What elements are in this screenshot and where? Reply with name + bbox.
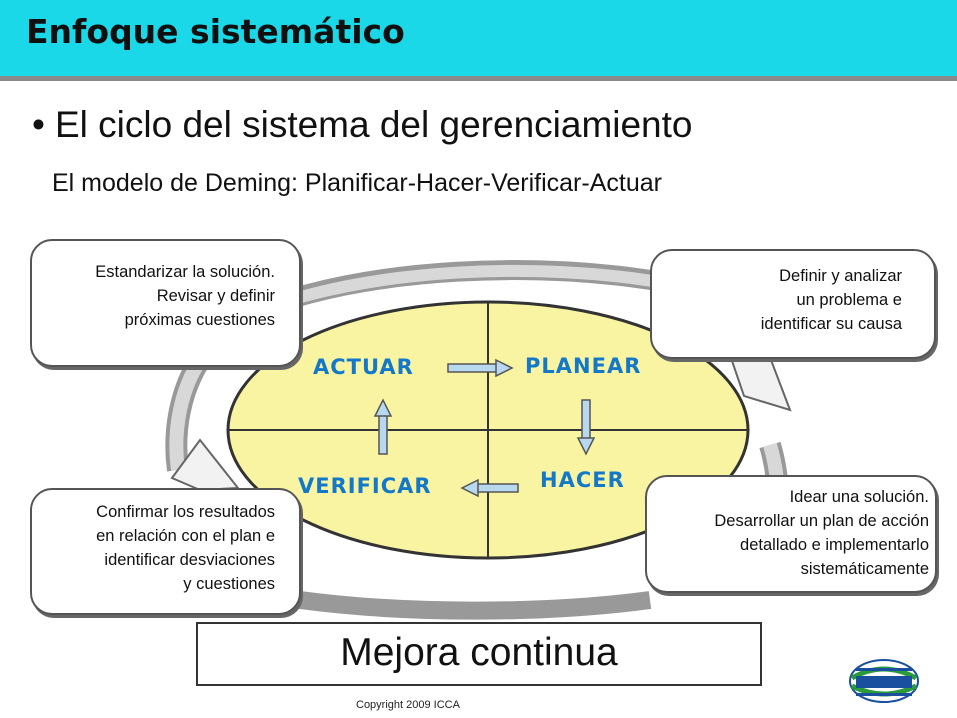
cycle-ring-bottom — [298, 591, 652, 620]
callout-line: en relación con el plan e — [96, 527, 275, 545]
callout-line: identificar desviaciones — [104, 551, 275, 569]
callout-planear: Definir y analizar un problema e identif… — [650, 249, 936, 359]
callout-line: Revisar y definir — [156, 287, 275, 305]
main-bullet: •El ciclo del sistema del gerenciamiento — [32, 104, 693, 146]
callout-line: Definir y analizar — [779, 267, 902, 285]
cycle-ring-left-inner — [169, 356, 206, 471]
callout-line: sistemáticamente — [800, 560, 929, 578]
callout-line: Idear una solución. — [789, 488, 929, 506]
callout-line: identificar su causa — [760, 315, 902, 333]
arrow-actuar-to-planear — [447, 358, 514, 378]
main-bullet-text: El ciclo del sistema del gerenciamiento — [54, 104, 693, 145]
quadrant-label-planear: PLANEAR — [525, 354, 642, 378]
callout-line: próximas cuestiones — [124, 311, 275, 329]
quadrant-label-actuar: ACTUAR — [313, 355, 414, 379]
header-bar: Enfoque sistemático — [0, 0, 957, 81]
subtitle: El modelo de Deming: Planificar-Hacer-Ve… — [52, 169, 662, 197]
quadrant-label-hacer: HACER — [540, 468, 625, 492]
callout-line: Estandarizar la solución. — [95, 263, 275, 281]
callout-line: y cuestiones — [183, 575, 275, 593]
copyright-text: Copyright 2009 ICCA — [356, 699, 460, 711]
callout-line: Desarrollar un plan de acción — [714, 512, 929, 530]
header-title: Enfoque sistemático — [26, 12, 405, 51]
icca-logo-icon — [849, 659, 919, 703]
arrow-planear-to-hacer — [576, 399, 596, 456]
mejora-continua-banner: Mejora continua — [196, 622, 762, 686]
quadrant-label-verificar: VERIFICAR — [298, 474, 432, 498]
callout-verificar: Confirmar los resultados en relación con… — [30, 488, 301, 615]
bullet-icon: • — [32, 104, 45, 145]
arrow-verificar-to-actuar — [373, 398, 393, 455]
callout-line: un problema e — [796, 291, 903, 309]
arrow-hacer-to-verificar — [460, 478, 519, 498]
callout-hacer: Idear una solución. Desarrollar un plan … — [645, 475, 937, 593]
callout-line: detallado e implementarlo — [740, 536, 929, 554]
callout-line: Confirmar los resultados — [96, 503, 275, 521]
callout-actuar: Estandarizar la solución. Revisar y defi… — [30, 239, 301, 367]
